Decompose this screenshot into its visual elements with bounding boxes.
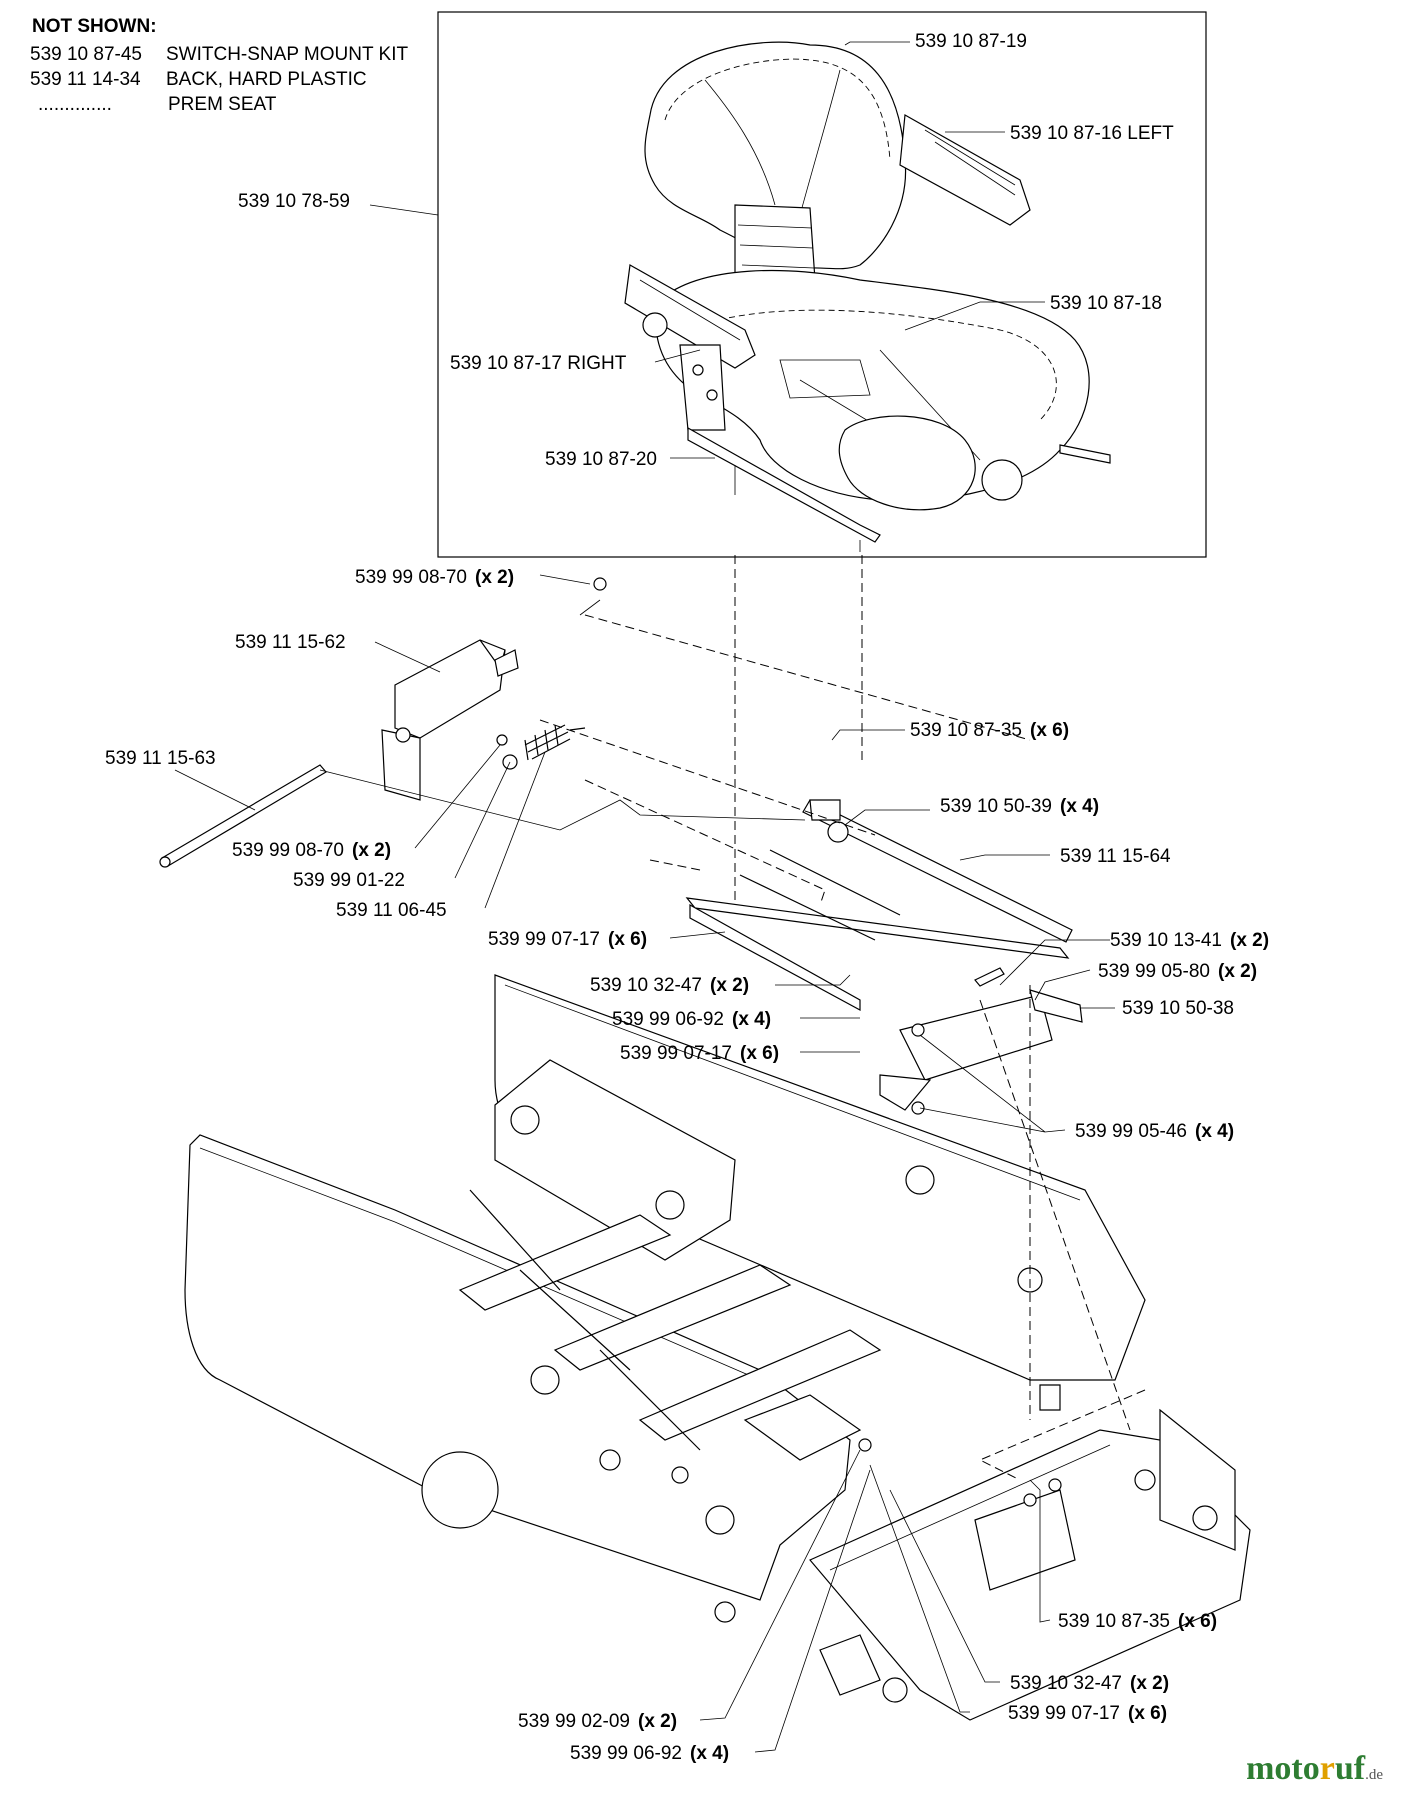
- watermark-logo: motoruf.de: [1246, 1750, 1383, 1788]
- callout-part: 539 11 15-63: [105, 748, 216, 769]
- callout-label: 539 10 87-18: [1050, 293, 1162, 314]
- callout-part: 539 10 87-35: [1058, 1611, 1170, 1632]
- not-shown-desc: PREM SEAT: [168, 94, 277, 115]
- seat-bracket: [381, 639, 519, 801]
- watermark-part: moto: [1246, 1750, 1320, 1787]
- watermark-part: uf: [1334, 1750, 1366, 1787]
- callout-qty: (x 6): [1030, 720, 1069, 741]
- callout-part: 539 10 87-20: [545, 449, 657, 470]
- watermark-tld: .de: [1365, 1767, 1383, 1783]
- callout-label: 539 11 15-62: [235, 632, 346, 653]
- callout-part: 539 99 07-17: [488, 929, 600, 950]
- callout-part: 539 99 02-09: [518, 1711, 630, 1732]
- callout-part: 539 99 08-70: [355, 567, 467, 588]
- callout-label: 539 11 15-63: [105, 748, 216, 769]
- callout-qty: (x 2): [638, 1711, 677, 1732]
- callout-qty: (x 2): [710, 975, 749, 996]
- callout-part: 539 99 08-70: [232, 840, 344, 861]
- callout-label: 539 99 08-70 (x 2): [232, 840, 391, 861]
- callout-part: 539 99 01-22: [293, 870, 405, 891]
- callout-part: 539 99 05-46: [1075, 1121, 1187, 1142]
- callout-label: 539 11 06-45: [336, 900, 447, 921]
- not-shown-part: 539 10 87-45: [30, 44, 142, 65]
- callout-qty: (x 2): [1130, 1673, 1169, 1694]
- callout-label: 539 99 06-92 (x 4): [570, 1743, 729, 1764]
- pin: [974, 967, 1005, 987]
- callout-label: 539 10 87-17 RIGHT: [450, 353, 627, 374]
- callout-qty: (x 4): [1195, 1121, 1234, 1142]
- callout-part: 539 11 06-45: [336, 900, 447, 921]
- callout-qty: (x 4): [732, 1009, 771, 1030]
- callouts: 539 10 87-19 539 10 87-16 LEFT 539 10 78…: [105, 31, 1269, 1764]
- callout-label: 539 10 50-38: [1122, 998, 1234, 1019]
- callout-label: 539 99 05-46 (x 4): [1075, 1121, 1234, 1142]
- callout-label: 539 10 13-41 (x 2): [1110, 930, 1269, 951]
- leader-lines: [174, 41, 1115, 1753]
- callout-part: 539 99 06-92: [570, 1743, 682, 1764]
- callout-qty: (x 4): [690, 1743, 729, 1764]
- callout-label: 539 99 01-22: [293, 870, 405, 891]
- callout-qty: (x 2): [1230, 930, 1269, 951]
- chassis-frame: [184, 974, 1251, 1721]
- callout-part: 539 10 78-59: [238, 191, 350, 212]
- callout-qty: (x 6): [608, 929, 647, 950]
- callout-qty: (x 2): [475, 567, 514, 588]
- not-shown-title: NOT SHOWN:: [32, 16, 157, 37]
- callout-part: 539 99 07-17: [620, 1043, 732, 1064]
- callout-part: 539 10 87-19: [915, 31, 1027, 52]
- callout-part: 539 10 32-47: [590, 975, 702, 996]
- not-shown-block: NOT SHOWN: 539 10 87-45 SWITCH-SNAP MOUN…: [30, 16, 408, 115]
- callout-label: 539 10 87-35 (x 6): [910, 720, 1069, 741]
- callout-label: 539 99 07-17 (x 6): [620, 1043, 779, 1064]
- callout-part: 539 11 15-64: [1060, 846, 1171, 867]
- callout-part: 539 11 15-62: [235, 632, 346, 653]
- callout-label: 539 10 87-20: [545, 449, 657, 470]
- callout-part: 539 10 87-35: [910, 720, 1022, 741]
- callout-part: 539 10 87-18: [1050, 293, 1162, 314]
- callout-label: 539 11 15-64: [1060, 846, 1171, 867]
- callout-part: 539 99 05-80: [1098, 961, 1210, 982]
- callout-label: 539 10 87-35 (x 6): [1058, 1611, 1217, 1632]
- not-shown-desc: BACK, HARD PLASTIC: [166, 69, 367, 90]
- callout-label: 539 99 02-09 (x 2): [518, 1711, 677, 1732]
- callout-qty: (x 6): [1128, 1703, 1167, 1724]
- not-shown-part: ..............: [38, 94, 112, 115]
- callout-qty: (x 6): [1178, 1611, 1217, 1632]
- callout-label: 539 10 50-39 (x 4): [940, 796, 1099, 817]
- side-bracket: [879, 989, 1083, 1115]
- callout-qty: (x 2): [1218, 961, 1257, 982]
- callout-label: 539 99 05-80 (x 2): [1098, 961, 1257, 982]
- callout-label: 539 99 07-17 (x 6): [488, 929, 647, 950]
- callout-label: 539 10 78-59: [238, 191, 350, 212]
- callout-part: 539 10 87-17 RIGHT: [450, 353, 627, 374]
- seat-assembly-frame: [437, 11, 1207, 558]
- callout-qty: (x 6): [740, 1043, 779, 1064]
- callout-label: 539 10 32-47 (x 2): [1010, 1673, 1169, 1694]
- watermark-part: r: [1319, 1750, 1335, 1787]
- not-shown-part: 539 11 14-34: [30, 69, 141, 90]
- seat-drawing: [624, 41, 1111, 552]
- callout-label: 539 10 32-47 (x 2): [590, 975, 749, 996]
- callout-qty: (x 2): [352, 840, 391, 861]
- callout-label: 539 10 87-16 LEFT: [1010, 123, 1174, 144]
- not-shown-desc: SWITCH-SNAP MOUNT KIT: [166, 44, 408, 65]
- callout-label: 539 99 06-92 (x 4): [612, 1009, 771, 1030]
- callout-qty: (x 4): [1060, 796, 1099, 817]
- callout-part: 539 10 13-41: [1110, 930, 1222, 951]
- callout-part: 539 10 32-47: [1010, 1673, 1122, 1694]
- seat-frame: [685, 799, 1073, 1012]
- callout-part: 539 99 06-92: [612, 1009, 724, 1030]
- callout-part: 539 99 07-17: [1008, 1703, 1120, 1724]
- assembly-lines: [319, 555, 1146, 1481]
- callout-label: 539 10 87-19: [915, 31, 1027, 52]
- callout-part: 539 10 50-39: [940, 796, 1052, 817]
- hairpin-clip: [593, 577, 607, 591]
- callout-part: 539 10 50-38: [1122, 998, 1234, 1019]
- callout-label: 539 99 07-17 (x 6): [1008, 1703, 1167, 1724]
- callout-label: 539 99 08-70 (x 2): [355, 567, 514, 588]
- callout-part: 539 10 87-16 LEFT: [1010, 123, 1174, 144]
